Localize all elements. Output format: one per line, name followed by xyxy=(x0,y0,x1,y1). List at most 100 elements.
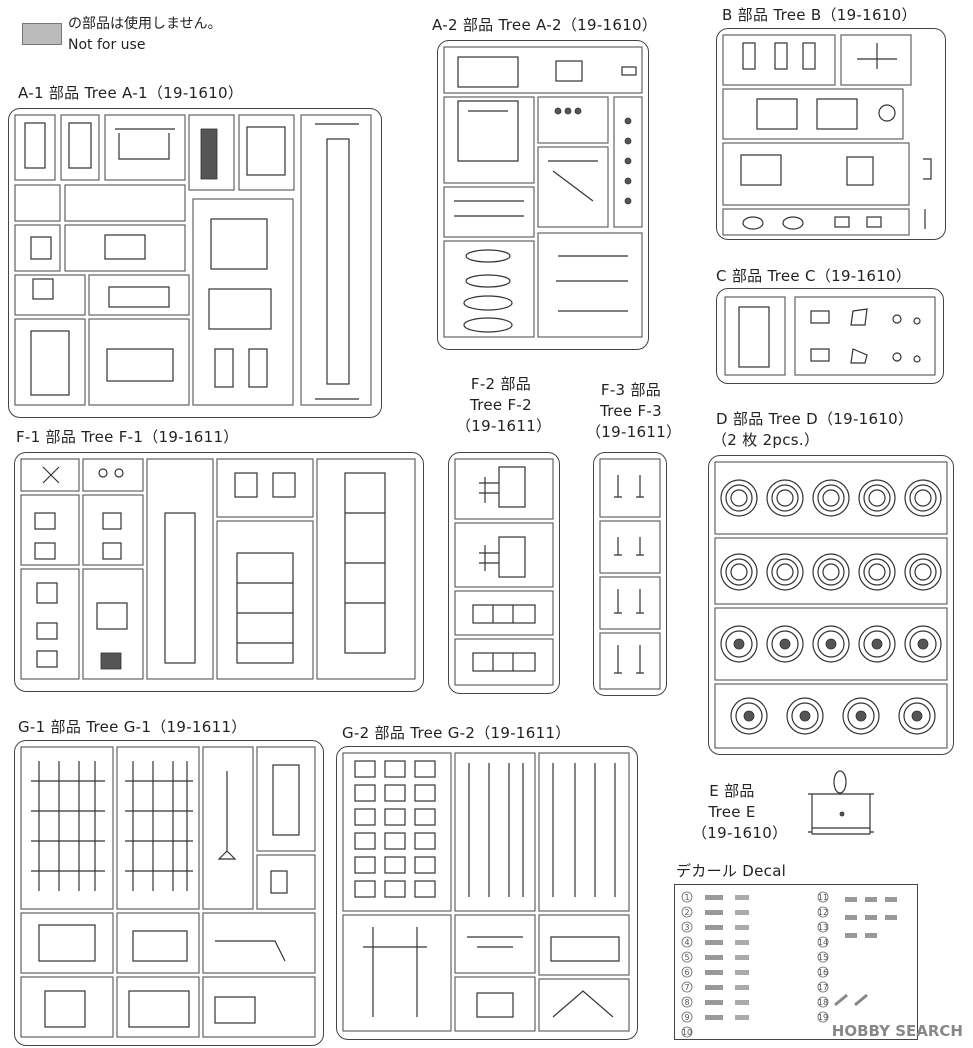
small-part xyxy=(414,808,436,826)
tree-f2-label-1: F-2 部品 xyxy=(470,375,532,393)
tree-f3-parts xyxy=(599,458,661,690)
small-part xyxy=(354,784,376,802)
tree-f3-label-1: F-3 部品 xyxy=(600,381,662,399)
tree-g1-parts xyxy=(20,746,316,1038)
small-part xyxy=(414,760,436,778)
decal-stripe xyxy=(705,910,723,915)
tree-b-parts xyxy=(722,34,932,236)
svg-text:3: 3 xyxy=(684,923,689,932)
decal-marking: 12 xyxy=(817,906,829,918)
decal-marking: 14 xyxy=(817,936,829,948)
svg-text:13: 13 xyxy=(818,923,828,932)
decal-stripe xyxy=(735,910,749,915)
svg-text:19: 19 xyxy=(818,1013,828,1022)
decal-marking: 5 xyxy=(681,951,693,963)
tree-g2-label: G-2 部品 Tree G-2（19-1611） xyxy=(342,724,571,742)
tree-f3-label: F-3 部品 Tree F-3 （19-1611） xyxy=(586,380,681,443)
decal-stripe xyxy=(885,915,897,920)
tree-c-label: C 部品 Tree C（19-1610） xyxy=(716,267,912,285)
tree-e-label-2: Tree E xyxy=(708,803,756,821)
wheel xyxy=(766,479,804,517)
small-part xyxy=(354,760,376,778)
decal-stripe xyxy=(735,1000,749,1005)
tree-f2-label-2: Tree F-2 xyxy=(469,396,532,414)
tree-g2 xyxy=(336,746,638,1040)
tree-f1 xyxy=(14,452,424,692)
decal-marking: 18 xyxy=(817,996,829,1008)
svg-text:16: 16 xyxy=(818,968,828,977)
decal-stripe xyxy=(705,940,723,945)
svg-text:4: 4 xyxy=(684,938,689,947)
tree-a1 xyxy=(8,108,382,418)
wheel xyxy=(812,625,850,663)
small-part xyxy=(354,832,376,850)
tree-f2 xyxy=(448,452,560,694)
wheel xyxy=(904,553,942,591)
decal-label: デカール Decal xyxy=(676,862,787,880)
small-part xyxy=(384,880,406,898)
decal-stripe xyxy=(865,933,877,938)
small-part xyxy=(384,760,406,778)
decal-marking: 7 xyxy=(681,981,693,993)
decal-stripe xyxy=(735,940,749,945)
tree-g2-parts xyxy=(342,752,630,1032)
tree-a1-label: A-1 部品 Tree A-1（19-1610） xyxy=(18,84,244,102)
decal-marking: 16 xyxy=(817,966,829,978)
tree-c-parts xyxy=(724,296,936,376)
tree-e-part xyxy=(808,770,874,835)
decal-chevron xyxy=(834,993,868,1007)
svg-text:9: 9 xyxy=(684,1013,689,1022)
tree-g1-label: G-1 部品 Tree G-1（19-1611） xyxy=(18,718,247,736)
decal-marking: 11 xyxy=(817,891,829,903)
svg-text:15: 15 xyxy=(818,953,828,962)
decal-marking: 4 xyxy=(681,936,693,948)
tree-d-label-2: （2 枚 2pcs.） xyxy=(712,431,820,449)
decal-marking: 17 xyxy=(817,981,829,993)
svg-text:2: 2 xyxy=(684,908,689,917)
svg-text:17: 17 xyxy=(818,983,828,992)
wheel xyxy=(858,479,896,517)
wheel xyxy=(904,625,942,663)
decal-stripe xyxy=(845,915,857,920)
wheel xyxy=(766,553,804,591)
wheel xyxy=(766,625,804,663)
tree-f1-parts xyxy=(20,458,416,680)
decal-stripe xyxy=(705,970,723,975)
legend-japanese: の部品は使用しません。 xyxy=(68,16,222,32)
decal-stripe xyxy=(735,970,749,975)
watermark: HOBBY SEARCH xyxy=(831,1022,963,1040)
tree-e-label-3: （19-1610） xyxy=(692,824,788,842)
tree-c xyxy=(716,288,944,384)
svg-text:18: 18 xyxy=(818,998,828,1007)
decal-marking: 10 xyxy=(681,1026,693,1038)
tree-a1-parts xyxy=(14,114,372,406)
decal-stripe xyxy=(735,895,749,900)
decal-stripe xyxy=(885,897,897,902)
decal-stripe xyxy=(705,1000,723,1005)
svg-text:1: 1 xyxy=(684,893,689,902)
decal-stripe xyxy=(705,955,723,960)
wheel xyxy=(720,479,758,517)
tree-b xyxy=(716,28,946,240)
svg-text:11: 11 xyxy=(818,893,828,902)
decal-stripe xyxy=(735,1015,749,1020)
decal-marking: 3 xyxy=(681,921,693,933)
decal-marking: 15 xyxy=(817,951,829,963)
tree-f2-label-3: （19-1611） xyxy=(456,417,552,435)
tree-a2-parts xyxy=(443,46,643,338)
small-part xyxy=(354,880,376,898)
small-part xyxy=(384,832,406,850)
legend-english: Not for use xyxy=(68,37,146,53)
decal-marking: 8 xyxy=(681,996,693,1008)
wheel xyxy=(720,553,758,591)
svg-text:7: 7 xyxy=(684,983,689,992)
svg-text:14: 14 xyxy=(818,938,828,947)
small-part xyxy=(414,832,436,850)
tree-d-wheels xyxy=(714,461,948,749)
decal-marking: 19 xyxy=(817,1011,829,1023)
tree-d xyxy=(708,455,954,755)
tree-f2-label: F-2 部品 Tree F-2 （19-1611） xyxy=(456,374,552,437)
decal-stripe xyxy=(735,985,749,990)
decal-stripe xyxy=(705,925,723,930)
